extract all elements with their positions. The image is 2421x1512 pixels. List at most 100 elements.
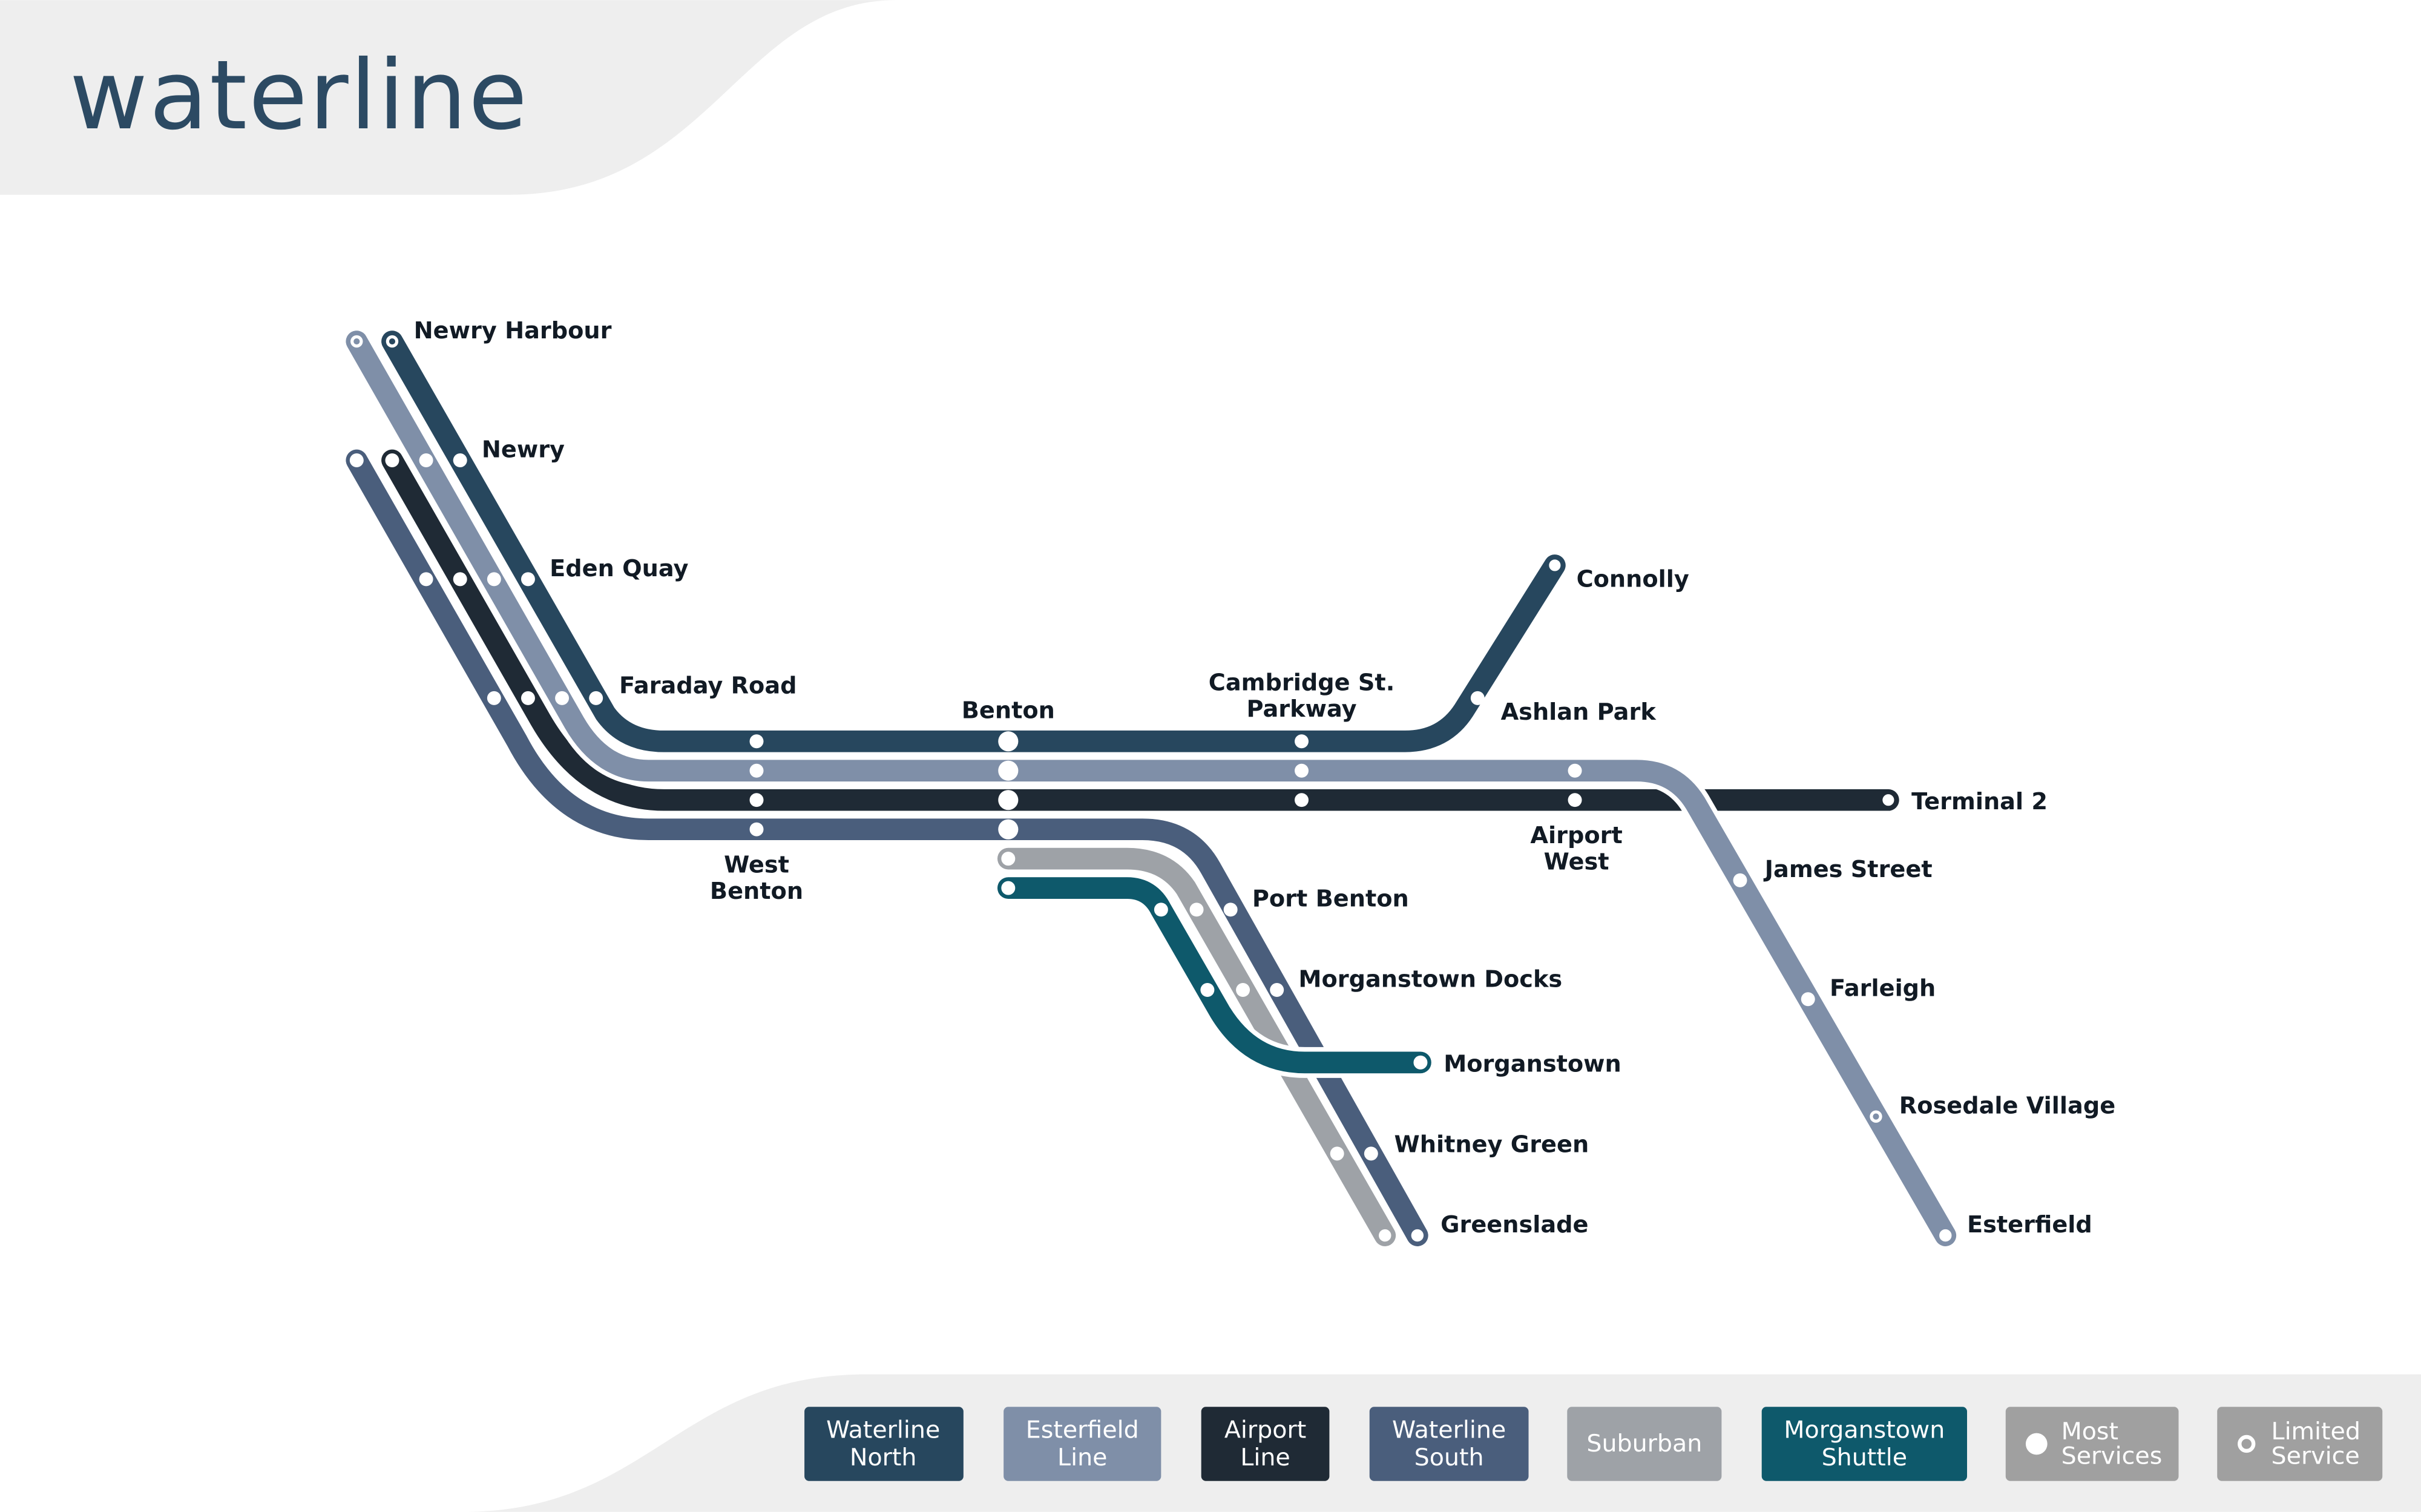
station-dot[interactable]: [749, 822, 764, 837]
station-dot[interactable]: [1154, 902, 1168, 917]
line-waterline-north[interactable]: [381, 330, 1566, 752]
legend-waterline-south[interactable]: Waterline South: [1369, 1407, 1529, 1481]
station-label-benton[interactable]: Benton: [710, 878, 803, 905]
station-label-port-benton[interactable]: Port Benton: [1252, 886, 1409, 913]
station-dot[interactable]: [1223, 902, 1238, 917]
legend-label: Waterline: [826, 1416, 940, 1444]
line-suburban[interactable]: [997, 847, 1396, 1246]
station-dot[interactable]: [453, 572, 467, 587]
station-dot[interactable]: [749, 793, 764, 807]
station-label-farleigh[interactable]: Farleigh: [1830, 975, 1936, 1002]
hollow-circle-icon: [2238, 1435, 2256, 1453]
legend-label: Suburban: [1586, 1430, 1702, 1458]
map-title: waterline: [70, 40, 529, 151]
station-dot[interactable]: [1568, 793, 1582, 807]
terminus-dot[interactable]: [1936, 1226, 1955, 1245]
station-dot[interactable]: [1200, 983, 1215, 997]
station-dot[interactable]: [1364, 1146, 1378, 1161]
terminus-dot[interactable]: [1375, 1226, 1394, 1245]
station-dot[interactable]: [589, 691, 603, 705]
legend-most-services[interactable]: Most Services: [2005, 1407, 2179, 1481]
station-markers: [349, 335, 1955, 1245]
station-label-esterfield[interactable]: Esterfield: [1967, 1211, 2092, 1238]
station-dot[interactable]: [1189, 902, 1204, 917]
station-label-morganstown-docks[interactable]: Morganstown Docks: [1298, 965, 1562, 993]
legend-suburban[interactable]: Suburban: [1567, 1407, 1722, 1481]
station-label-parkway[interactable]: Parkway: [1246, 695, 1356, 723]
station-label-james-street[interactable]: James Street: [1763, 856, 1933, 883]
legend-label: Service: [2272, 1442, 2360, 1470]
station-dot[interactable]: [487, 691, 501, 705]
legend-airport-line[interactable]: Airport Line: [1201, 1407, 1330, 1481]
hub-station-dot[interactable]: [998, 819, 1019, 840]
station-dot[interactable]: [1733, 873, 1747, 887]
station-dot[interactable]: [1470, 691, 1485, 705]
line-airport[interactable]: [381, 449, 1899, 811]
station-dot[interactable]: [521, 691, 535, 705]
hub-station-dot[interactable]: [998, 731, 1019, 752]
station-label-benton[interactable]: Benton: [962, 697, 1055, 725]
legend-esterfield-line[interactable]: Esterfield Line: [1004, 1407, 1161, 1481]
station-dot[interactable]: [453, 453, 467, 467]
station-label-west[interactable]: West: [724, 852, 789, 879]
terminus-dot[interactable]: [1410, 1052, 1431, 1073]
legend-label: Airport: [1224, 1416, 1306, 1444]
station-label-connolly[interactable]: Connolly: [1577, 566, 1689, 593]
station-label-ashlan-park[interactable]: Ashlan Park: [1501, 698, 1657, 726]
terminus-dot[interactable]: [998, 878, 1019, 898]
filled-circle-icon: [2025, 1433, 2048, 1455]
station-dot[interactable]: [419, 572, 433, 587]
line-waterline-south[interactable]: [346, 449, 1428, 1246]
legend: Waterline North Esterfield Line Airport …: [804, 1407, 2383, 1481]
line-esterfield[interactable]: [346, 330, 1957, 1246]
station-label-faraday-road[interactable]: Faraday Road: [619, 672, 797, 700]
legend-label: Esterfield: [1026, 1416, 1139, 1444]
legend-label: Services: [2061, 1442, 2163, 1470]
station-dot[interactable]: [749, 734, 764, 749]
station-label-cambridge-st[interactable]: Cambridge St.: [1209, 669, 1394, 697]
station-label-whitney-green[interactable]: Whitney Green: [1394, 1131, 1589, 1158]
terminus-dot[interactable]: [1408, 1226, 1427, 1245]
station-dot[interactable]: [1568, 763, 1582, 778]
terminus-dot[interactable]: [1878, 790, 1898, 810]
legend-limited-service[interactable]: Limited Service: [2217, 1407, 2383, 1481]
header-background: [0, 0, 896, 195]
station-dot[interactable]: [1295, 734, 1309, 749]
terminus-dot[interactable]: [1545, 556, 1565, 575]
legend-label: Line: [1240, 1444, 1290, 1471]
station-dot[interactable]: [349, 453, 364, 467]
route-lines: [341, 326, 1961, 1251]
station-dot[interactable]: [1330, 1146, 1344, 1161]
station-dot[interactable]: [1801, 992, 1815, 1007]
line-morganstown-shuttle[interactable]: [997, 877, 1431, 1074]
station-dot[interactable]: [1295, 763, 1309, 778]
station-label-eden-quay[interactable]: Eden Quay: [550, 555, 688, 582]
station-label-west[interactable]: West: [1544, 848, 1609, 875]
station-dot[interactable]: [521, 572, 535, 587]
hub-station-dot[interactable]: [998, 790, 1019, 810]
station-label-rosedale-village[interactable]: Rosedale Village: [1899, 1093, 2115, 1120]
legend-morganstown-shuttle[interactable]: Morganstown Shuttle: [1761, 1407, 1967, 1481]
station-dot[interactable]: [487, 572, 501, 587]
station-dot[interactable]: [1270, 983, 1284, 997]
legend-label: North: [850, 1444, 917, 1471]
station-dot[interactable]: [1295, 793, 1309, 807]
legend-waterline-north[interactable]: Waterline North: [804, 1407, 964, 1481]
station-label-morganstown[interactable]: Morganstown: [1444, 1051, 1621, 1078]
station-dot[interactable]: [419, 453, 433, 467]
station-dot[interactable]: [555, 691, 570, 705]
hub-station-dot[interactable]: [998, 760, 1019, 781]
station-dot[interactable]: [385, 453, 399, 467]
station-label-airport[interactable]: Airport: [1530, 822, 1622, 849]
station-label-newry[interactable]: Newry: [482, 436, 565, 463]
terminus-dot[interactable]: [998, 849, 1019, 869]
legend-label: Waterline: [1392, 1416, 1506, 1444]
station-label-newry-harbour[interactable]: Newry Harbour: [414, 317, 612, 344]
station-label-terminal-2[interactable]: Terminal 2: [1911, 788, 2048, 815]
station-labels: Newry Harbour Newry Eden Quay Faraday Ro…: [414, 317, 2115, 1238]
station-label-greenslade[interactable]: Greenslade: [1440, 1211, 1588, 1238]
station-dot[interactable]: [749, 763, 764, 778]
station-dot[interactable]: [1236, 983, 1250, 997]
legend-label: Most: [2061, 1418, 2118, 1445]
